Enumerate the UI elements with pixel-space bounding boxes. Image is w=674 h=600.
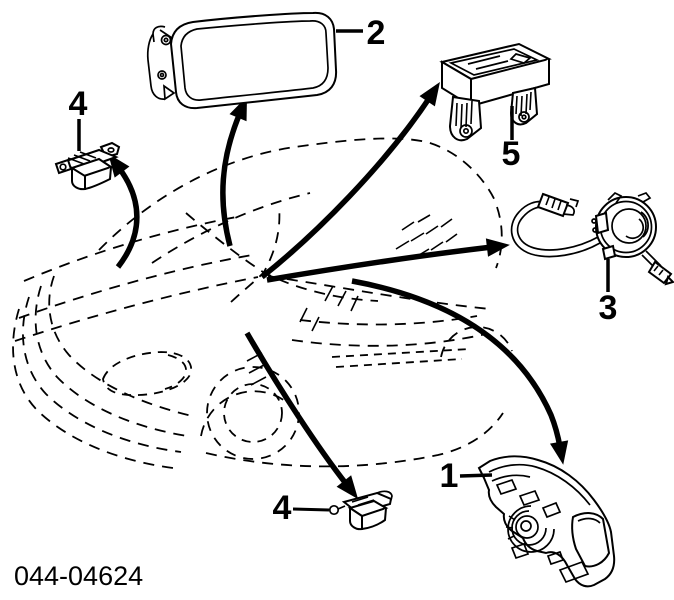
callout-control-module: 5 bbox=[502, 106, 521, 173]
mounting-hole bbox=[459, 124, 473, 138]
mounting-hole bbox=[160, 34, 172, 46]
harness-wire bbox=[510, 200, 601, 258]
callout-driver-airbag: 1 bbox=[440, 457, 493, 495]
arrow-to-passenger-airbag bbox=[220, 96, 248, 247]
front-sensor-illustration bbox=[54, 141, 121, 191]
front-wheel bbox=[206, 366, 300, 460]
rear-wheel-arch bbox=[440, 326, 513, 358]
arrow-to-spiral-cable bbox=[266, 238, 510, 283]
wire-ring-terminal bbox=[328, 504, 340, 516]
callout-number-4-floor: 4 bbox=[273, 489, 292, 527]
harness-connector bbox=[536, 192, 580, 218]
arrow-to-front-sensor bbox=[108, 153, 140, 269]
spiral-cable-illustration bbox=[510, 191, 674, 286]
pointer-arrows bbox=[108, 81, 569, 500]
driver-airbag-illustration bbox=[477, 455, 616, 588]
callout-floor-sensor: 4 bbox=[273, 489, 330, 527]
callout-number-5: 5 bbox=[502, 135, 521, 173]
callout-front-sensor: 4 bbox=[69, 85, 88, 151]
mounting-bracket-right bbox=[509, 86, 539, 126]
floor-sensor-illustration bbox=[328, 490, 393, 531]
callout-number-2: 2 bbox=[367, 14, 386, 52]
horn-switch bbox=[541, 501, 562, 519]
airbag-bracket bbox=[146, 25, 176, 101]
figure-number: 044-04624 bbox=[14, 561, 143, 591]
inflator-spiral bbox=[505, 505, 555, 553]
mounting-hole bbox=[59, 163, 67, 171]
callout-number-1: 1 bbox=[440, 457, 459, 495]
arrow-to-control-module bbox=[260, 81, 440, 280]
passenger-airbag-illustration bbox=[146, 11, 338, 110]
horn-switch bbox=[518, 489, 541, 507]
control-module-illustration bbox=[439, 42, 552, 142]
mounting-hole bbox=[518, 111, 530, 123]
horn-switch bbox=[495, 478, 518, 496]
callout-passenger-airbag: 2 bbox=[336, 14, 385, 52]
mounting-hole bbox=[107, 147, 115, 153]
mounting-bracket-left bbox=[448, 95, 483, 142]
arrow-to-driver-airbag bbox=[351, 278, 569, 465]
callout-spiral-cable: 3 bbox=[599, 259, 618, 327]
mounting-hole bbox=[157, 70, 167, 80]
tail-connector bbox=[641, 250, 674, 286]
callout-number-4-front: 4 bbox=[69, 85, 88, 123]
arrow-to-floor-sensor bbox=[244, 331, 359, 500]
side-panel bbox=[571, 512, 611, 568]
hatch-marks bbox=[246, 214, 458, 386]
headlight bbox=[102, 351, 193, 396]
callout-number-3: 3 bbox=[599, 289, 618, 327]
